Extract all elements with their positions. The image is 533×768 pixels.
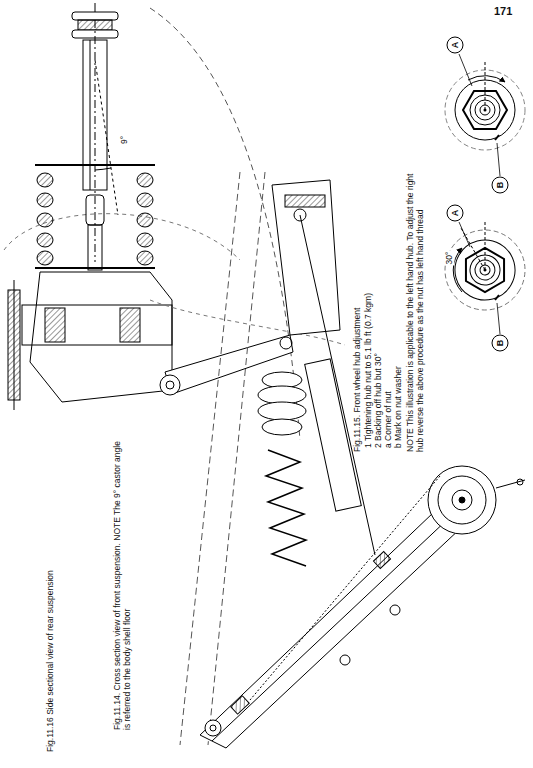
callout-letter: A: [450, 42, 460, 49]
callout-letter: B: [495, 182, 505, 189]
rear-suspension: [150, 172, 525, 748]
page-number: 171: [494, 6, 512, 16]
caption-item: 2 Backing off hub but 30°: [373, 168, 383, 448]
figure-caption: Fig.11.16 Side sectional view of rear su…: [45, 467, 55, 752]
angle-label: 9°: [119, 135, 129, 145]
figure-caption: Fig.11.15. Front wheel hub adjustment: [352, 167, 362, 452]
caption-note: NOTE This illustration is applicable to …: [405, 167, 425, 452]
caption-item: b Mark on nut washer: [393, 168, 403, 448]
caption-item: a Corner of nut: [383, 168, 393, 448]
callout-letter: B: [495, 340, 505, 347]
hub-nut-diagrams: [430, 37, 533, 351]
angle-label: 30°: [444, 251, 454, 266]
figure-caption: Fig.11.14. Cross section view of front s…: [112, 440, 132, 730]
caption-item: 1 Tightening hub nut to 5.1 lb ft (0.7 k…: [363, 168, 373, 448]
front-suspension: [4, 3, 300, 440]
callout-letter: A: [450, 210, 460, 217]
